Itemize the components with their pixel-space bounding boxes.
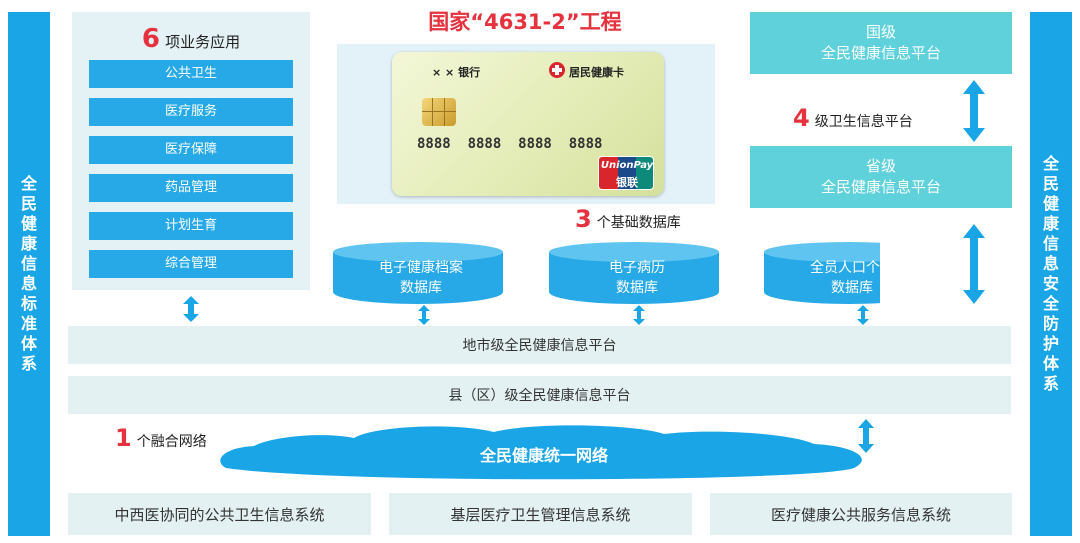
databases-label: 个基础数据库 (596, 215, 681, 231)
business-app-item: 药品管理 (89, 174, 293, 202)
business-apps-header: 6 项业务应用 (72, 24, 310, 54)
population-city-arrow-icon (857, 305, 869, 325)
database-emr-line2: 数据库 (616, 280, 658, 296)
database-population-line2: 数据库 (831, 280, 873, 296)
database-cylinder-ehr (333, 242, 503, 304)
chip-icon (422, 98, 456, 126)
provincial-platform-box: 省级 全民健康信息平台 (750, 146, 1012, 208)
card-number: 8888 8888 8888 8888 (417, 136, 603, 152)
bottom-system-3: 医疗健康公共服务信息系统 (710, 493, 1012, 535)
databases-header: 3 个基础数据库 (575, 205, 681, 233)
page-title: 国家“4631-2”工程 (428, 10, 622, 34)
city-platform-bar: 地市级全民健康信息平台 (68, 326, 1011, 364)
network-header: 1 个融合网络 (115, 424, 207, 452)
provincial-platform-line2: 全民健康信息平台 (820, 178, 941, 196)
database-ehr-line1: 电子健康档案 (379, 260, 463, 276)
four-level-label: 级卫生信息平台 (814, 114, 913, 130)
emr-city-arrow-icon (633, 305, 645, 325)
health-card-panel: × × 银行 居民健康卡 8888 8888 8888 8888 UnionPa… (337, 44, 715, 204)
database-population-line1: 全员人口个案 (810, 260, 894, 276)
business-apps-panel: 6 项业务应用 公共卫生医疗服务医疗保障药品管理计划生育综合管理 (72, 12, 310, 290)
apps-city-arrow-icon (183, 296, 199, 322)
database-label-population: 全员人口个案 数据库 (764, 258, 940, 298)
database-ehr-line2: 数据库 (400, 280, 442, 296)
business-apps-label: 项业务应用 (165, 33, 241, 51)
provincial-city-arrow-icon (963, 224, 985, 304)
four-level-count: 4 (793, 104, 810, 132)
provincial-platform-line1: 省级 (865, 157, 896, 175)
business-app-item: 计划生育 (89, 212, 293, 240)
card-bank-name: × × 银行 (432, 66, 481, 79)
bottom-system-1-label: 中西医协同的公共卫生信息系统 (114, 505, 325, 524)
national-platform-line1: 国级 (865, 23, 896, 41)
county-network-arrow-icon (858, 419, 874, 453)
database-label-emr: 电子病历 数据库 (549, 258, 725, 298)
bottom-system-1: 中西医协同的公共卫生信息系统 (68, 493, 371, 535)
database-cylinder-population (764, 242, 880, 304)
database-emr-line1: 电子病历 (609, 260, 665, 276)
health-card: × × 银行 居民健康卡 8888 8888 8888 8888 UnionPa… (392, 52, 664, 196)
unionpay-cn: 银联 (616, 176, 638, 189)
card-brand-name: 居民健康卡 (569, 66, 624, 79)
standards-system-bar: 全民健康信息标准体系 (8, 12, 50, 536)
national-provincial-arrow-icon (963, 80, 985, 142)
network-cloud-icon (220, 425, 862, 480)
business-app-item: 医疗服务 (89, 98, 293, 126)
business-app-item: 医疗保障 (89, 136, 293, 164)
national-platform-line2: 全民健康信息平台 (820, 44, 941, 62)
database-cylinder-emr (549, 242, 719, 304)
network-label: 个融合网络 (136, 434, 207, 450)
security-system-bar: 全民健康信息安全防护体系 (1030, 12, 1072, 536)
bottom-system-2: 基层医疗卫生管理信息系统 (389, 493, 692, 535)
red-cross-icon (549, 62, 565, 78)
four-level-header: 4 级卫生信息平台 (793, 104, 913, 132)
city-platform-label: 地市级全民健康信息平台 (462, 338, 617, 354)
bottom-system-2-label: 基层医疗卫生管理信息系统 (450, 505, 631, 524)
database-label-ehr: 电子健康档案 数据库 (333, 258, 509, 298)
ehr-city-arrow-icon (418, 305, 430, 325)
network-cloud-label: 全民健康统一网络 (479, 446, 608, 465)
network-count: 1 (115, 424, 132, 452)
business-apps-count: 6 (141, 24, 160, 54)
business-app-item: 公共卫生 (89, 60, 293, 88)
national-platform-box: 国级 全民健康信息平台 (750, 12, 1012, 74)
databases-count: 3 (575, 205, 592, 233)
standards-system-label: 全民健康信息标准体系 (20, 174, 37, 373)
county-platform-label: 县（区）级全民健康信息平台 (448, 388, 631, 404)
security-system-label: 全民健康信息安全防护体系 (1042, 154, 1059, 393)
unionpay-logo: UnionPay 银联 (598, 156, 654, 190)
unionpay-en: UnionPay (600, 160, 654, 171)
county-platform-bar: 县（区）级全民健康信息平台 (68, 376, 1011, 414)
databases-graphic (333, 242, 880, 304)
bottom-system-3-label: 医疗健康公共服务信息系统 (770, 505, 951, 524)
business-app-item: 综合管理 (89, 250, 293, 278)
